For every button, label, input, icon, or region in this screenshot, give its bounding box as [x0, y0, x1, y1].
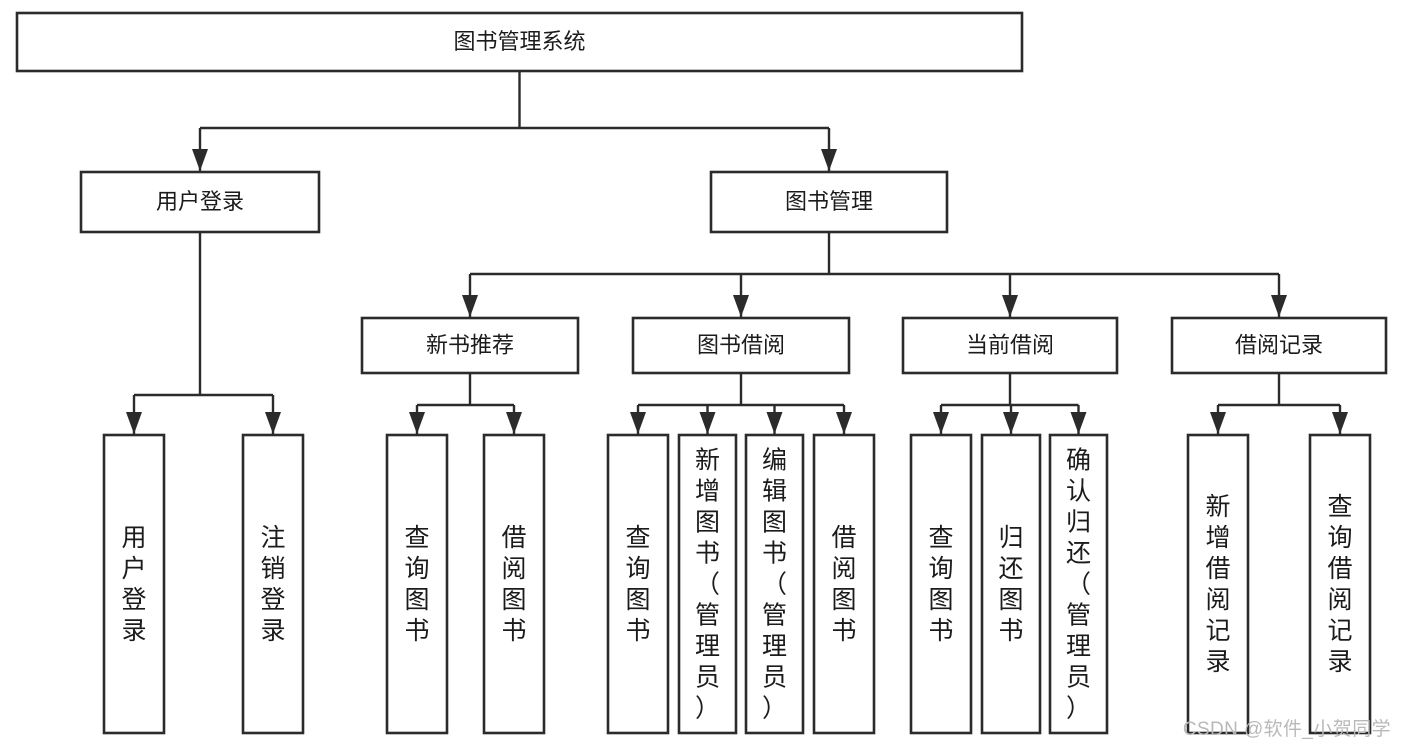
- arrow-head-icon: [836, 412, 852, 434]
- arrow-head-icon: [462, 295, 478, 317]
- node-leaf[interactable]: 查询借阅记录: [1308, 433, 1372, 735]
- node-label: 借阅图书: [831, 524, 856, 645]
- arrow-head-icon: [766, 412, 783, 434]
- arrow-head-icon: [1210, 412, 1226, 434]
- node-box-outline: [909, 433, 973, 735]
- node-box-outline: [606, 433, 670, 735]
- node-box-outline: [15, 11, 1024, 73]
- node-box-outline: [709, 170, 949, 234]
- node-branch[interactable]: 用户登录: [79, 170, 321, 234]
- connector-links-layer: [126, 71, 1348, 434]
- arrow-head-icon: [1332, 412, 1348, 434]
- node-box-outline: [241, 433, 305, 735]
- node-box-outline: [901, 316, 1119, 375]
- node-label: 新增借阅记录: [1205, 493, 1230, 676]
- node-leaf[interactable]: 注销登录: [241, 433, 305, 735]
- arrow-head-icon: [630, 412, 646, 434]
- node-label: 图书管理: [785, 189, 873, 214]
- arrow-head-icon: [1271, 295, 1287, 317]
- node-box-outline: [1170, 316, 1388, 375]
- node-label: 注销登录: [260, 524, 285, 645]
- node-leaf[interactable]: 用户登录: [102, 433, 166, 735]
- node-label: 当前借阅: [966, 332, 1054, 357]
- node-label: 查询图书: [625, 524, 650, 645]
- arrow-head-icon: [506, 412, 522, 434]
- node-leaf[interactable]: 编辑图书（管理员）: [744, 433, 805, 735]
- node-branch[interactable]: 图书借阅: [631, 316, 851, 375]
- node-root[interactable]: 图书管理系统: [15, 11, 1024, 73]
- node-label: 新书推荐: [426, 332, 514, 357]
- arrow-head-icon: [192, 149, 208, 171]
- node-leaf[interactable]: 查询图书: [909, 433, 973, 735]
- node-box-outline: [1308, 433, 1372, 735]
- node-label: 查询图书: [404, 524, 429, 645]
- node-branch[interactable]: 借阅记录: [1170, 316, 1388, 375]
- node-leaf[interactable]: 新增借阅记录: [1186, 433, 1250, 735]
- node-box-outline: [812, 433, 876, 735]
- node-leaf[interactable]: 确认归还（管理员）: [1048, 433, 1109, 735]
- node-branch[interactable]: 图书管理: [709, 170, 949, 234]
- node-box-outline: [102, 433, 166, 735]
- node-leaf[interactable]: 新增图书（管理员）: [677, 433, 738, 735]
- node-label: 用户登录: [121, 524, 146, 645]
- node-leaf[interactable]: 借阅图书: [812, 433, 876, 735]
- node-branch[interactable]: 当前借阅: [901, 316, 1119, 375]
- node-box-outline: [744, 433, 805, 735]
- node-branch[interactable]: 新书推荐: [360, 316, 580, 375]
- node-label: 编辑图书（管理员）: [762, 447, 787, 723]
- node-box-outline: [79, 170, 321, 234]
- arrow-head-icon: [933, 412, 949, 434]
- node-box-outline: [1186, 433, 1250, 735]
- node-label: 借阅记录: [1235, 332, 1323, 357]
- node-box-outline: [631, 316, 851, 375]
- node-label: 图书借阅: [697, 332, 785, 357]
- node-leaf[interactable]: 查询图书: [606, 433, 670, 735]
- arrow-head-icon: [126, 412, 142, 434]
- node-box-outline: [360, 316, 580, 375]
- node-label: 确认归还（管理员）: [1066, 447, 1091, 723]
- node-label: 查询图书: [928, 524, 953, 645]
- arrow-head-icon: [1003, 412, 1019, 434]
- node-label: 归还图书: [998, 524, 1023, 645]
- node-leaf[interactable]: 借阅图书: [482, 433, 546, 735]
- node-box-outline: [677, 433, 738, 735]
- node-box-outline: [980, 433, 1042, 735]
- node-box-outline: [1048, 433, 1109, 735]
- node-boxes-layer: 图书管理系统用户登录图书管理新书推荐图书借阅当前借阅借阅记录用户登录注销登录查询…: [15, 11, 1388, 735]
- node-label: 借阅图书: [501, 524, 526, 645]
- arrow-head-icon: [699, 412, 716, 434]
- arrow-head-icon: [265, 412, 281, 434]
- node-label: 图书管理系统: [453, 29, 585, 54]
- node-label: 新增图书（管理员）: [695, 447, 720, 723]
- node-box-outline: [482, 433, 546, 735]
- arrow-head-icon: [733, 295, 749, 317]
- arrow-head-icon: [1002, 295, 1018, 317]
- node-leaf[interactable]: 归还图书: [980, 433, 1042, 735]
- node-leaf[interactable]: 查询图书: [385, 433, 449, 735]
- node-box-outline: [385, 433, 449, 735]
- arrow-head-icon: [1070, 412, 1087, 434]
- arrow-head-icon: [821, 149, 837, 171]
- arrow-head-icon: [409, 412, 425, 434]
- node-label: 查询借阅记录: [1327, 493, 1352, 676]
- node-label: 用户登录: [156, 189, 244, 214]
